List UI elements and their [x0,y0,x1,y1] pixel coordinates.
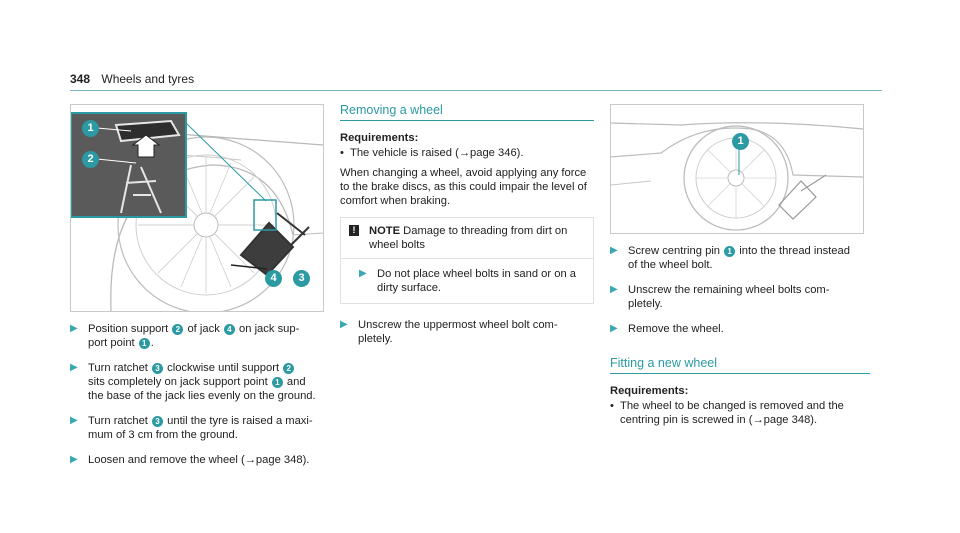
step-text: Unscrew the uppermost wheel bolt com- [358,319,558,331]
step-arrow-icon: ▶ [359,268,367,279]
column-centring-steps: ▶ Screw centring pin 1 into the thread i… [610,244,870,427]
page-header: 348 Wheels and tyres [70,72,194,86]
callout-1-badge: 1 [82,120,99,137]
step-raise-tyre: ▶ Turn ratchet 3 until the tyre is raise… [70,414,330,442]
requirement-item: The wheel to be changed is removed and t… [610,399,870,427]
step-text: Do not place wheel bolts in sand or on a [377,268,577,280]
warning-paragraph: When changing a wheel, avoid applying an… [340,166,594,208]
page-number: 348 [70,72,91,86]
header-divider [70,90,882,91]
callout-badge: 1 [138,338,150,349]
page-link[interactable]: page 346). [470,147,524,159]
step-text: of the wheel bolt. [628,259,713,271]
step-text: the base of the jack lies evenly on the … [88,390,316,402]
section-divider [610,373,870,374]
step-text: Screw centring pin [628,245,724,257]
step-text: clockwise until support [164,362,283,374]
step-text: Turn ratchet [88,362,152,374]
step-remove-wheel: ▶ Remove the wheel. [610,322,870,336]
callout-badge: 4 [223,324,235,335]
callout-4-badge: 4 [265,270,282,287]
step-text: Unscrew the remaining wheel bolts com- [628,284,830,296]
step-loosen-remove-wheel: ▶ Loosen and remove the wheel (→page 348… [70,453,330,467]
paragraph-line: comfort when braking. [340,195,451,207]
step-arrow-icon: ▶ [70,323,78,334]
page-link[interactable]: page 348). [763,414,818,426]
column-removing-wheel: Removing a wheel Requirements: The vehic… [340,103,594,357]
page-link[interactable]: page 348). [255,454,310,466]
paragraph-line: When changing a wheel, avoid applying an… [340,167,587,179]
step-arrow-icon: ▶ [340,319,348,330]
callout-badge: 1 [271,377,283,388]
callout-badge: 2 [172,324,184,335]
section-title: Wheels and tyres [101,72,195,86]
callout-1-badge: 1 [732,133,749,150]
paragraph-line: to the brake discs, as this could impair… [340,181,587,193]
cross-ref-arrow-icon: → [458,147,470,159]
requirement-item: The vehicle is raised (→page 346). [340,146,594,160]
note-text: wheel bolts [369,239,425,251]
step-text: . [150,337,154,349]
callout-badge: 1 [724,246,736,257]
step-text: pletely. [628,298,663,310]
note-box: ! NOTE Damage to threading from dirt on … [340,217,594,304]
step-text: dirty surface. [377,282,442,294]
callout-badge: 3 [152,363,164,374]
cross-ref-arrow-icon: → [752,414,764,426]
step-text: pletely. [358,333,393,345]
cross-ref-arrow-icon: → [244,454,256,466]
jack-figure: 1 2 4 3 [70,104,324,312]
section-divider [340,120,594,121]
note-step: ▶ Do not place wheel bolts in sand or on… [349,267,585,295]
step-position-support: ▶ Position support 2 of jack 4 on jack s… [70,322,330,350]
requirements-heading: Requirements: [340,132,419,144]
note-label: NOTE [369,225,401,237]
step-text: port point [88,337,138,349]
step-arrow-icon: ▶ [610,245,618,256]
jack-illustration [71,112,323,311]
step-text: Position support [88,323,172,335]
step-screw-centring-pin: ▶ Screw centring pin 1 into the thread i… [610,244,870,272]
requirement-text: The wheel to be changed is removed and t… [620,400,844,412]
step-arrow-icon: ▶ [70,454,78,465]
section-heading: Fitting a new wheel [610,356,718,370]
step-arrow-icon: ▶ [610,284,618,295]
requirements-heading: Requirements: [610,385,689,397]
step-arrow-icon: ▶ [70,415,78,426]
step-text: until the tyre is raised a maxi- [164,415,313,427]
step-text: on jack sup- [235,323,300,335]
step-text: Turn ratchet [88,415,152,427]
step-text: mum of 3 cm from the ground. [88,429,238,441]
step-text: and [283,376,306,388]
step-unscrew-remaining-bolts: ▶ Unscrew the remaining wheel bolts com-… [610,283,870,311]
step-text: Remove the wheel. [628,323,724,335]
step-arrow-icon: ▶ [70,362,78,373]
section-heading: Removing a wheel [340,103,443,117]
centring-pin-figure: 1 [610,104,864,234]
callout-badge: 2 [283,363,295,374]
callout-2-badge: 2 [82,151,99,168]
requirement-text: The vehicle is raised ( [350,147,459,159]
wheel-illustration [611,122,863,231]
step-turn-ratchet-clockwise: ▶ Turn ratchet 3 clockwise until support… [70,361,330,403]
step-text: Loosen and remove the wheel ( [88,454,245,466]
callout-3-badge: 3 [293,270,310,287]
warning-icon: ! [349,225,359,236]
note-body: ▶ Do not place wheel bolts in sand or on… [341,258,593,303]
callout-badge: 3 [152,416,164,427]
step-text: into the thread instead [736,245,850,257]
step-text: of jack [184,323,223,335]
note-text: Damage to threading from dirt on [400,225,568,237]
column-jack-steps: ▶ Position support 2 of jack 4 on jack s… [70,322,330,478]
step-text: sits completely on jack support point [88,376,271,388]
requirement-text: centring pin is screwed in ( [620,414,753,426]
step-arrow-icon: ▶ [610,323,618,334]
step-unscrew-uppermost-bolt: ▶ Unscrew the uppermost wheel bolt com- … [340,318,594,346]
note-header: ! NOTE Damage to threading from dirt on … [341,218,593,258]
